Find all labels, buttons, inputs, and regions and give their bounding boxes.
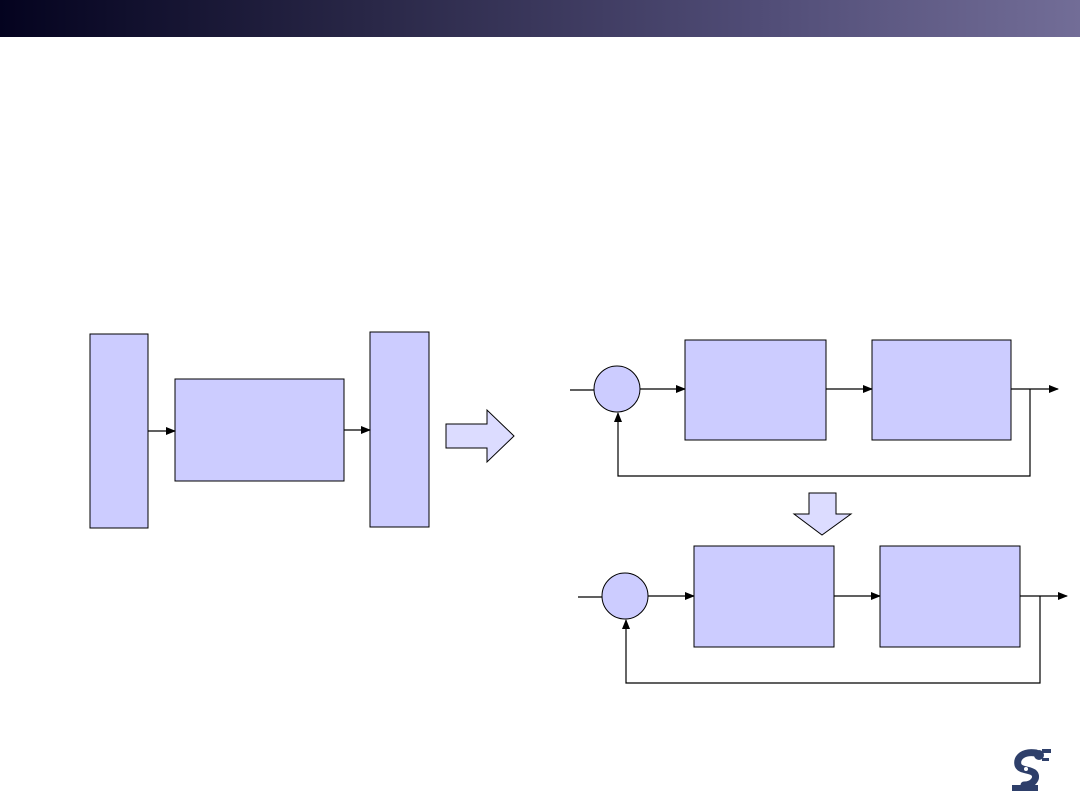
- block-arrow-right-icon: [445, 408, 515, 464]
- feedback-path: [614, 389, 1031, 477]
- summing-junction: [593, 365, 641, 413]
- block-2: [879, 545, 1021, 648]
- feedback-loop-bottom: [578, 545, 1068, 684]
- process-block: [174, 378, 345, 482]
- block-1: [693, 545, 835, 648]
- robot-arm-logo-icon: [1012, 749, 1051, 791]
- input-column-block: [89, 333, 149, 529]
- block-arrow-down-icon: [792, 492, 853, 536]
- block-1: [684, 339, 827, 441]
- title-bar: [0, 0, 1080, 37]
- summing-junction: [601, 572, 649, 620]
- feedback-path: [622, 596, 1041, 684]
- output-column-block: [369, 331, 430, 528]
- left-diagram: [89, 331, 430, 529]
- block-2: [871, 339, 1012, 441]
- feedback-loop-top: [570, 339, 1059, 477]
